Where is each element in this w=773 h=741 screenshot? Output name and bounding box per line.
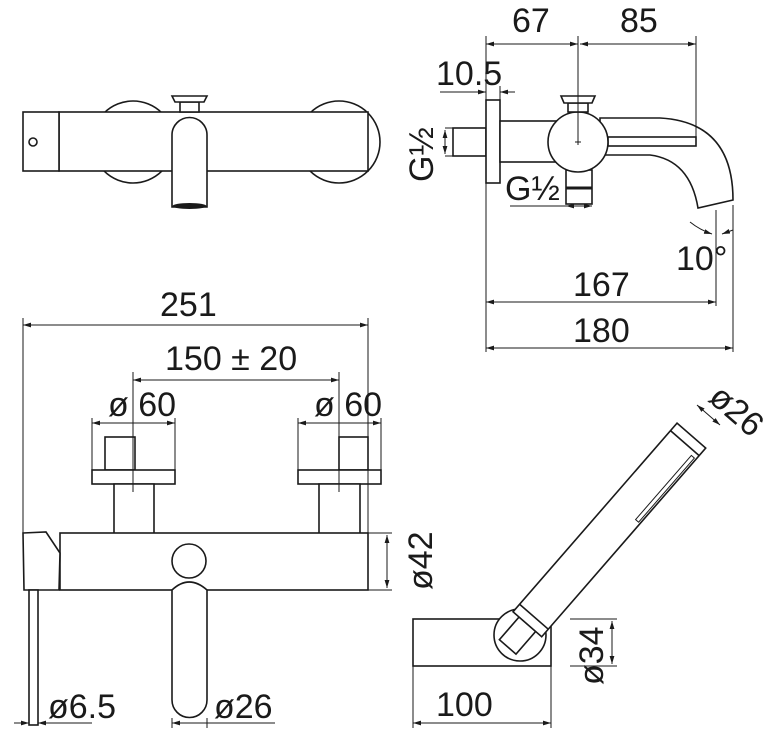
dim-251: 251	[160, 286, 217, 324]
dim-handle-dia: ø26	[702, 377, 771, 444]
diverter-knob-front	[171, 543, 207, 579]
top-view	[22, 95, 381, 209]
dim-167: 167	[573, 266, 630, 304]
dim-rosette-right: ø 60	[314, 386, 382, 424]
spout-side	[599, 117, 734, 209]
mixer-body	[58, 111, 369, 172]
dim-85: 85	[620, 2, 658, 40]
spout	[171, 116, 208, 208]
spout-bar	[607, 136, 697, 147]
rod	[28, 589, 39, 726]
dim-10-5: 10.5	[436, 55, 502, 93]
dim-body-dia: ø42	[402, 531, 440, 590]
side-view: 67 85 10.5 G½ G½ 10° 167 180	[403, 2, 734, 352]
diverter-stem	[179, 101, 200, 113]
left-handle	[104, 436, 136, 471]
hand-shower-view: 100 ø34 ø26	[412, 377, 771, 728]
wall-plate	[485, 99, 501, 184]
dim-holder-width: 100	[436, 686, 493, 724]
shower-handle	[511, 421, 707, 638]
cap-hole	[28, 137, 38, 147]
dim-angle: 10°	[676, 240, 727, 278]
right-handle	[338, 436, 369, 471]
inlet-connector	[452, 127, 487, 157]
diverter-knob	[170, 95, 209, 103]
dim-centers: 150 ± 20	[165, 340, 297, 378]
left-inlet-pipe	[113, 483, 155, 540]
dim-holder-dia: ø34	[573, 626, 611, 685]
front-cap	[22, 531, 61, 591]
dim-rod-dia: ø6.5	[48, 688, 116, 726]
dim-spout-dia: ø26	[214, 688, 273, 726]
dim-rosette-left: ø 60	[108, 386, 176, 424]
dim-180: 180	[573, 312, 630, 350]
front-body	[59, 532, 369, 591]
dim-67: 67	[512, 2, 550, 40]
right-inlet-pipe	[318, 483, 361, 540]
front-spout	[171, 581, 208, 719]
dim-inlet-thread: G½	[403, 127, 441, 182]
dim-outlet-thread: G½	[505, 170, 560, 208]
front-view: 251 150 ± 20 ø 60 ø 60 ø42 ø6.5 ø26	[14, 286, 440, 728]
spout-aerator	[172, 203, 207, 209]
spray-nozzles	[634, 454, 696, 523]
